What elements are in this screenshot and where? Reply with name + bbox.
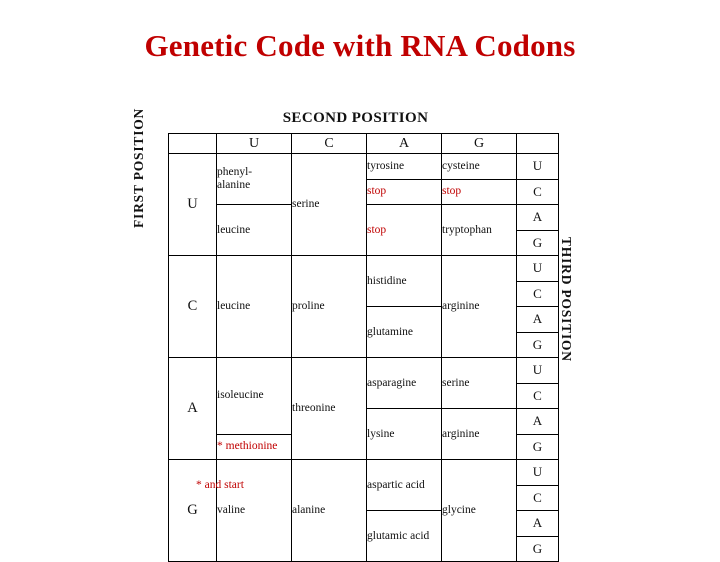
codon-cell-uc: serine xyxy=(291,153,367,256)
table-row: * methionine G xyxy=(169,433,559,460)
third-base-c: C xyxy=(516,382,559,409)
codon-cell-cg: arginine xyxy=(441,255,517,358)
codon-cell-gc: alanine xyxy=(291,459,367,562)
amino-acid-label: tyrosine xyxy=(367,159,405,172)
table-row: leucine stop tryptophan A xyxy=(169,204,559,256)
amino-acid-label: stop xyxy=(367,223,387,236)
third-base-u: U xyxy=(516,255,559,282)
page-title: Genetic Code with RNA Codons xyxy=(144,28,576,63)
codon-cell-ga-1: aspartic acid xyxy=(366,459,442,511)
codon-cell-cu: leucine xyxy=(216,255,292,358)
amino-acid-label: phenyl- xyxy=(217,166,253,179)
genetic-code-table: U C A G U phenyl- alanine serine tyrosin… xyxy=(168,133,559,562)
second-header-a: A xyxy=(366,133,442,154)
second-header-g: G xyxy=(441,133,517,154)
table-row: C xyxy=(169,484,559,511)
table-row: C leucine proline histidine arginine U xyxy=(168,255,559,358)
third-base-a: A xyxy=(516,408,559,435)
amino-acid-label: lysine xyxy=(367,427,395,440)
third-base-c: C xyxy=(516,280,559,307)
amino-acid-label: tryptophan xyxy=(442,223,492,236)
amino-acid-label: leucine xyxy=(217,223,251,236)
amino-acid-label: threonine xyxy=(292,402,336,415)
codon-cell-ug-2: stop xyxy=(441,178,517,205)
table-row: A isoleucine threonine asparagine serine… xyxy=(168,357,559,460)
footnote-start-codon: * and start xyxy=(196,479,244,491)
second-header-c: C xyxy=(291,133,367,154)
start-codon-label: * methionine xyxy=(217,440,278,453)
first-base-a: A xyxy=(168,357,217,460)
codon-cell-gu: valine xyxy=(216,459,292,562)
amino-acid-label: glycine xyxy=(442,504,476,517)
amino-acid-label: alanine xyxy=(292,504,326,517)
first-base-u: U xyxy=(168,153,217,256)
amino-acid-label: glutamine xyxy=(367,325,413,338)
codon-cell-aa-1: asparagine xyxy=(366,357,442,409)
header-corner-right xyxy=(516,133,559,154)
codon-cell-ag-1: serine xyxy=(441,357,517,409)
third-base-u: U xyxy=(516,459,559,486)
codon-cell-ca-2: glutamine xyxy=(366,306,442,358)
amino-acid-label: proline xyxy=(292,300,325,313)
codon-cell-ca-1: histidine xyxy=(366,255,442,307)
amino-acid-label: aspartic acid xyxy=(367,478,425,491)
codon-cell-uu: phenyl- alanine xyxy=(216,153,292,205)
table-row: U phenyl- alanine serine tyrosine cystei… xyxy=(168,153,559,256)
third-position-label: THIRD POSITION xyxy=(559,237,574,362)
codon-cell-cc: proline xyxy=(291,255,367,358)
table-row: lysine arginine A xyxy=(169,408,559,460)
first-base-c: C xyxy=(168,255,217,358)
amino-acid-label: valine xyxy=(217,504,246,517)
amino-acid-label: asparagine xyxy=(367,376,417,389)
codon-cell-ua-3: stop xyxy=(366,204,442,256)
table-row: stop stop C xyxy=(169,178,559,205)
codon-cell-au-1: isoleucine xyxy=(216,357,292,435)
third-base-a: A xyxy=(516,306,559,333)
first-base-g: G xyxy=(168,459,217,562)
third-base-u: U xyxy=(516,153,559,180)
amino-acid-label: stop xyxy=(367,185,387,198)
third-base-u: U xyxy=(516,357,559,384)
amino-acid-label: alanine xyxy=(217,179,251,191)
amino-acid-label: isoleucine xyxy=(217,389,264,402)
third-base-g: G xyxy=(516,229,559,256)
third-base-g: G xyxy=(516,433,559,460)
codon-cell-ug-3: tryptophan xyxy=(441,204,517,256)
second-position-label: SECOND POSITION xyxy=(282,110,429,126)
codon-cell-ag-2: arginine xyxy=(441,408,517,460)
third-base-a: A xyxy=(516,204,559,231)
amino-acid-label: stop xyxy=(442,185,462,198)
amino-acid-label: serine xyxy=(442,376,470,389)
codon-cell-ua-1: tyrosine xyxy=(366,153,442,180)
third-base-c: C xyxy=(516,484,559,511)
amino-acid-label: serine xyxy=(292,198,320,211)
codon-cell-ac: threonine xyxy=(291,357,367,460)
third-base-c: C xyxy=(516,178,559,205)
first-position-label: FIRST POSITION xyxy=(131,107,146,228)
codon-cell-ga-2: glutamic acid xyxy=(366,510,442,562)
codon-cell-au-2: * methionine xyxy=(216,433,292,460)
second-header-u: U xyxy=(216,133,292,154)
table-header-row: U C A G xyxy=(168,133,559,154)
third-base-a: A xyxy=(516,510,559,537)
amino-acid-label: leucine xyxy=(217,300,251,313)
codon-cell-aa-2: lysine xyxy=(366,408,442,460)
amino-acid-label: glutamic acid xyxy=(367,529,430,542)
amino-acid-label: arginine xyxy=(442,300,480,313)
codon-cell-uu-2: leucine xyxy=(216,204,292,256)
header-corner-left xyxy=(168,133,217,154)
amino-acid-label: arginine xyxy=(442,427,480,440)
codon-cell-ua-2: stop xyxy=(366,178,442,205)
codon-cell-gg: glycine xyxy=(441,459,517,562)
amino-acid-label: histidine xyxy=(367,274,407,287)
codon-cell-ug-1: cysteine xyxy=(441,153,517,180)
third-base-g: G xyxy=(516,331,559,358)
amino-acid-label: cysteine xyxy=(442,159,480,172)
